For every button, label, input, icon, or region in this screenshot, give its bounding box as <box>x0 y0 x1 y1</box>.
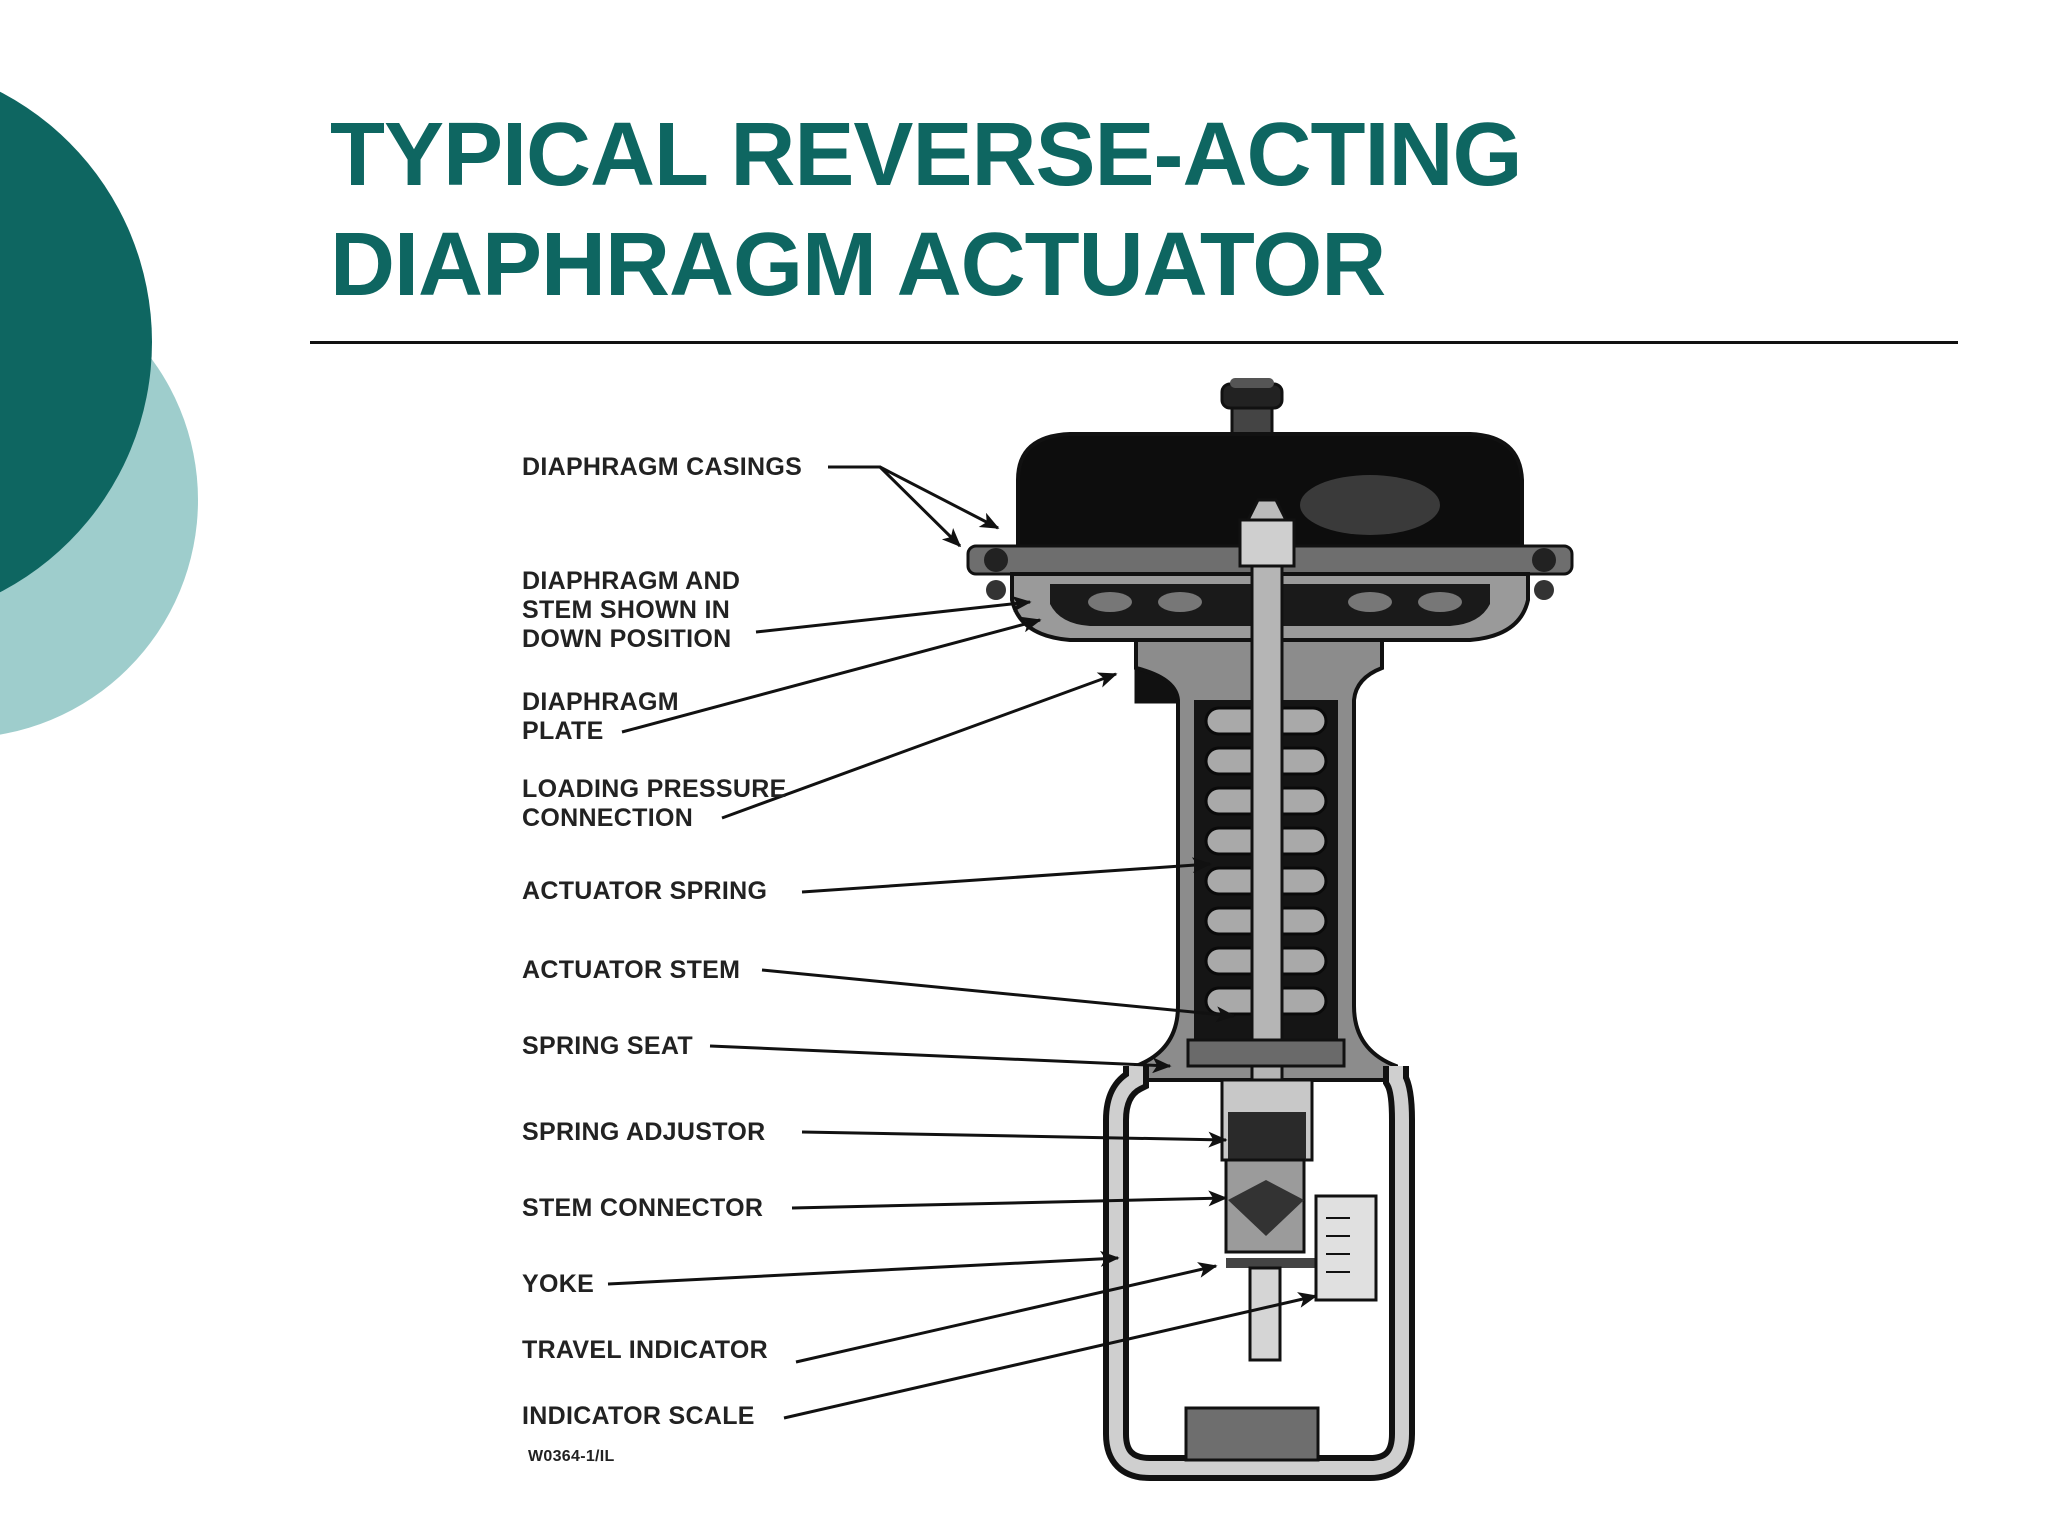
label-diaphragm-and-stem-line-2: STEM SHOWN IN <box>522 596 731 624</box>
leader-lines <box>607 465 1318 1420</box>
yoke-bottom-ring <box>1184 1406 1320 1462</box>
label-loading-pressure-line-2: CONNECTION <box>522 804 694 832</box>
label-spring-seat: SPRING SEAT <box>522 1032 693 1060</box>
leader-indicator-scale <box>783 1292 1318 1420</box>
leader-actuator-spring <box>801 857 1212 894</box>
travel-indicator-plate <box>1226 1258 1332 1268</box>
leader-yoke <box>607 1250 1120 1286</box>
flange-bolt-left <box>984 548 1008 572</box>
flange-nut-left <box>986 580 1006 600</box>
title-underline <box>310 341 1958 344</box>
leader-spring-adjustor <box>801 1130 1228 1148</box>
leader-diaphragm-plate <box>621 616 1042 734</box>
leader-casings-a <box>828 465 962 548</box>
leader-stem-connector <box>791 1190 1228 1210</box>
stem-top-nut <box>1238 518 1296 568</box>
label-diaphragm-plate: DIAPHRAGM PLATE <box>522 688 679 746</box>
label-yoke: YOKE <box>522 1270 595 1298</box>
stem-top-cap <box>1245 498 1289 522</box>
leader-spring-seat <box>709 1044 1172 1074</box>
title-line-1: TYPICAL REVERSE-ACTING <box>330 105 1522 205</box>
title-line-2: DIAPHRAGM ACTUATOR <box>330 215 1386 315</box>
label-diaphragm-plate-line-1: DIAPHRAGM <box>522 688 679 716</box>
figure-id: W0364-1/IL <box>528 1448 615 1465</box>
flange-bolt-right <box>1532 548 1556 572</box>
label-stem-connector: STEM CONNECTOR <box>522 1194 764 1222</box>
label-loading-pressure-line-1: LOADING PRESSURE <box>522 775 787 803</box>
top-handwheel <box>1220 378 1284 440</box>
spring-adjustor-window <box>1228 1112 1306 1160</box>
plate-slot-3 <box>1348 592 1392 612</box>
actuator-spring-coils <box>1204 706 1328 1016</box>
plate-slot-4 <box>1418 592 1462 612</box>
label-diaphragm-and-stem-line-3: DOWN POSITION <box>522 625 732 653</box>
label-indicator-scale: INDICATOR SCALE <box>522 1402 755 1430</box>
leader-actuator-stem <box>761 968 1236 1023</box>
casing-highlight <box>1300 475 1440 535</box>
leader-diaphragm-and-stem <box>755 595 1032 634</box>
label-diaphragm-casings: DIAPHRAGM CASINGS <box>522 453 803 481</box>
indicator-scale-ticks <box>1326 1217 1350 1273</box>
leader-loading-pressure <box>721 672 1118 820</box>
label-actuator-stem: ACTUATOR STEM <box>522 956 741 984</box>
flange-nut-right <box>1534 580 1554 600</box>
label-diaphragm-and-stem: DIAPHRAGM AND STEM SHOWN IN DOWN POSITIO… <box>522 567 740 654</box>
slide-title: TYPICAL REVERSE-ACTING DIAPHRAGM ACTUATO… <box>330 100 1522 320</box>
label-travel-indicator: TRAVEL INDICATOR <box>522 1336 769 1364</box>
label-diaphragm-plate-line-2: PLATE <box>522 717 604 745</box>
leader-casings-b <box>879 465 1000 530</box>
plate-slot-2 <box>1158 592 1202 612</box>
indicator-scale <box>1314 1194 1378 1302</box>
stem-connector-clamp <box>1228 1180 1304 1236</box>
spring-seat <box>1186 1038 1346 1068</box>
leader-travel-indicator <box>795 1262 1218 1364</box>
lower-stem <box>1248 1266 1282 1362</box>
label-spring-adjustor: SPRING ADJUSTOR <box>522 1118 766 1146</box>
label-diaphragm-and-stem-line-1: DIAPHRAGM AND <box>522 567 741 595</box>
yoke-legs-highlight <box>1109 1066 1409 1475</box>
dark-teal-circle <box>0 91 152 593</box>
label-actuator-spring: ACTUATOR SPRING <box>522 877 768 905</box>
plate-slot-1 <box>1088 592 1132 612</box>
label-loading-pressure-connection: LOADING PRESSURE CONNECTION <box>522 775 787 833</box>
